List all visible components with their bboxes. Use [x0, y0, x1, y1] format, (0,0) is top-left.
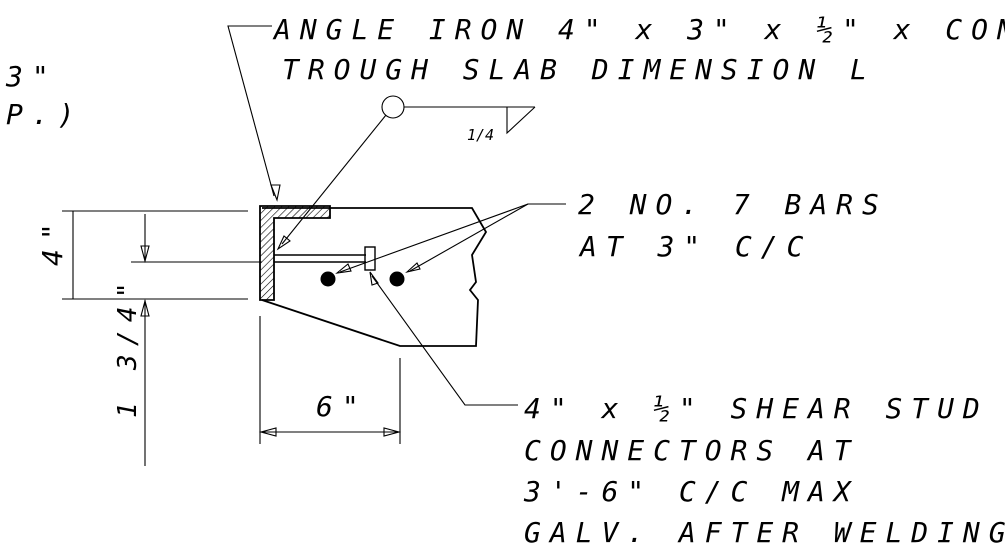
- dim-height-label: 4": [36, 214, 69, 266]
- bars-leader-to-left-bar: [339, 203, 529, 273]
- dim-width-arrow-right: [383, 427, 402, 437]
- stud-label-line4: GALV. AFTER WELDING: [524, 516, 1005, 549]
- shear-stud-head: [364, 246, 376, 271]
- stud-leader-arrow: [369, 271, 379, 286]
- rebar-left: [320, 271, 336, 287]
- dim-bottom-label: 1 3/4": [113, 274, 143, 418]
- angle-iron-section: [259, 205, 331, 301]
- partial-label-line2: P.): [6, 98, 83, 131]
- dim-stud-arrow: [140, 245, 150, 264]
- stud-label-line1: 4" x ½" SHEAR STUD: [524, 392, 989, 425]
- dim-width-arrow-left: [258, 427, 277, 437]
- bars-label-line1: 2 NO. 7 BARS: [578, 188, 888, 221]
- dim-width-label: 6": [316, 390, 368, 423]
- rebar-right: [389, 271, 405, 287]
- weld-size-label: 1/4: [467, 126, 494, 144]
- bars-leader-to-right-bar: [409, 203, 529, 272]
- angle-iron-label-line1: ANGLE IRON 4" x 3" x ½" x CONC.: [272, 13, 1005, 46]
- weld-arrow-head: [276, 235, 291, 251]
- weld-arrow-line: [281, 114, 387, 245]
- weld-all-around-circle: [381, 95, 405, 119]
- stud-label-line2: CONNECTORS AT: [524, 434, 860, 467]
- angle-iron-leader-arrow: [270, 184, 281, 202]
- dim-bottom-arrow: [140, 298, 150, 317]
- bars-arrow-right: [405, 262, 421, 274]
- partial-label-line1: 3": [5, 60, 58, 93]
- slab-outline: [261, 207, 488, 347]
- angle-iron-label-line2: TROUGH SLAB DIMENSION L: [282, 53, 876, 86]
- stud-leader: [371, 275, 518, 406]
- stud-label-line3: 3'-6" C/C MAX: [523, 475, 860, 508]
- bars-arrow-left: [335, 263, 352, 274]
- weld-fillet-symbol: [506, 106, 536, 135]
- angle-iron-leader: [227, 25, 275, 197]
- bars-label-line2: AT 3" C/C: [578, 230, 812, 263]
